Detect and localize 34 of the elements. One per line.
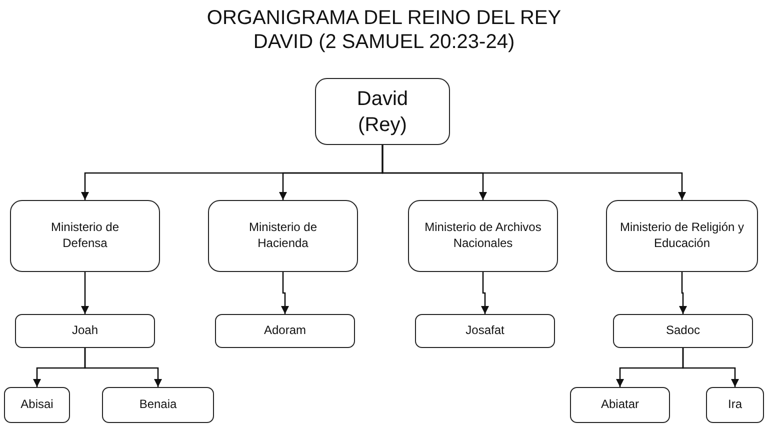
org-box (15, 314, 155, 348)
org-box (706, 387, 764, 423)
box-label: Sadoc (666, 323, 700, 339)
box-label: Joah (72, 323, 98, 339)
box-label: Ministerio de Defensa (50, 220, 120, 252)
connector-arrow (382, 145, 686, 200)
connector-arrow (481, 272, 489, 314)
connector-arrow (682, 348, 739, 387)
org-box (408, 200, 558, 272)
box-label: Ministerio de Hacienda (248, 220, 318, 252)
box-label: Ministerio de Archivos Nacionales (424, 220, 542, 252)
org-box (10, 200, 160, 272)
connector-arrow (84, 348, 162, 387)
box-label: Adoram (264, 323, 306, 339)
org-box (613, 314, 753, 348)
org-box (606, 200, 758, 272)
org-box (208, 200, 358, 272)
box-label: Josafat (466, 323, 504, 339)
diagram-title: ORGANIGRAMA DEL REINO DEL REY DAVID (2 SAMUEL 20:23-24) (206, 6, 562, 54)
box-label: David (Rey) (356, 86, 410, 138)
org-box (315, 78, 450, 145)
connector-arrow (281, 272, 289, 314)
box-label: Abisai (20, 397, 54, 413)
connector-arrow (81, 272, 89, 314)
box-label: Benaia (139, 397, 177, 413)
org-box (4, 387, 70, 423)
connector-arrow (679, 272, 687, 314)
box-label: Ministerio de Religión y Educación (618, 220, 746, 252)
org-box (415, 314, 555, 348)
box-label: Ira (728, 397, 742, 413)
org-box (570, 387, 670, 423)
box-label: Abiatar (600, 397, 640, 413)
org-box (102, 387, 214, 423)
org-box (215, 314, 355, 348)
